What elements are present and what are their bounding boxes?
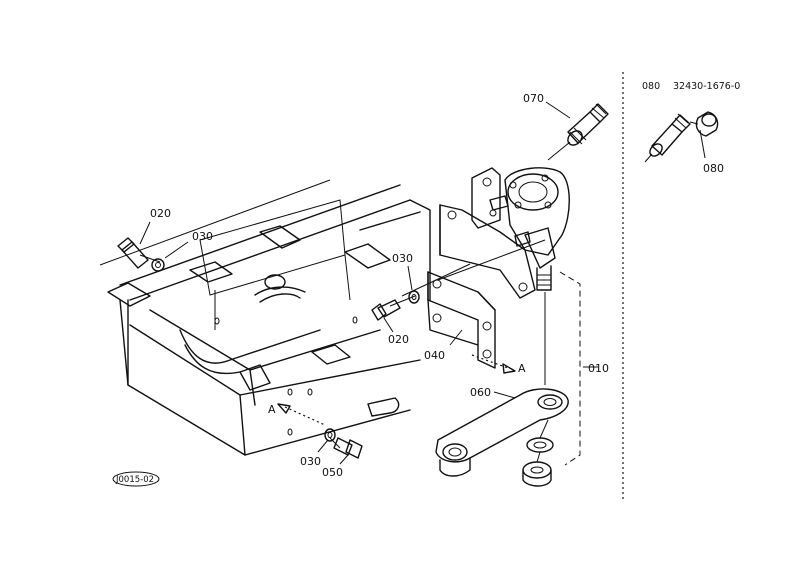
callout-030-top: 030 [192, 230, 213, 243]
callout-020-mid: 020 [388, 333, 409, 346]
callout-030-mid: 030 [392, 252, 413, 265]
figure-code-badge [112, 471, 160, 487]
input-shaft-070 [547, 103, 609, 161]
bolt-020-mid [371, 299, 401, 321]
assembly-lines [329, 239, 549, 463]
sidebar-part-no: 080 [642, 81, 660, 92]
shaft-080-drawing [644, 113, 691, 163]
sidebar-part-code: 32430-1676-0 [673, 81, 740, 92]
callout-020-top: 020 [150, 207, 171, 220]
steering-gearbox [439, 167, 570, 299]
callout-050: 050 [322, 466, 343, 479]
washer-nut-060 [522, 437, 554, 487]
callout-030-bot: 030 [300, 455, 321, 468]
assembly-bracket-010 [559, 271, 581, 466]
figure-code: J0015-02 [115, 475, 154, 485]
washer-030-mid [408, 290, 420, 304]
callout-080-side: 080 [703, 162, 724, 175]
pitman-arm-060 [435, 388, 569, 477]
washer-030-top [151, 258, 165, 272]
callout-060: 060 [470, 386, 491, 399]
arrow-a-left [277, 403, 326, 426]
chassis-frame [99, 179, 431, 456]
callout-070: 070 [523, 92, 544, 105]
bolt-020-top [117, 237, 161, 269]
sidebar-leaders [689, 121, 706, 159]
washer-030-bot [324, 428, 336, 442]
arrow-a-right [471, 354, 516, 374]
callout-010: 010 [588, 362, 609, 375]
callout-040: 040 [424, 349, 445, 362]
sleeve-080-drawing [695, 111, 719, 137]
callout-leaders [139, 101, 598, 465]
arrow-a-left-label: A [268, 403, 276, 416]
arrow-a-right-label: A [518, 362, 526, 375]
